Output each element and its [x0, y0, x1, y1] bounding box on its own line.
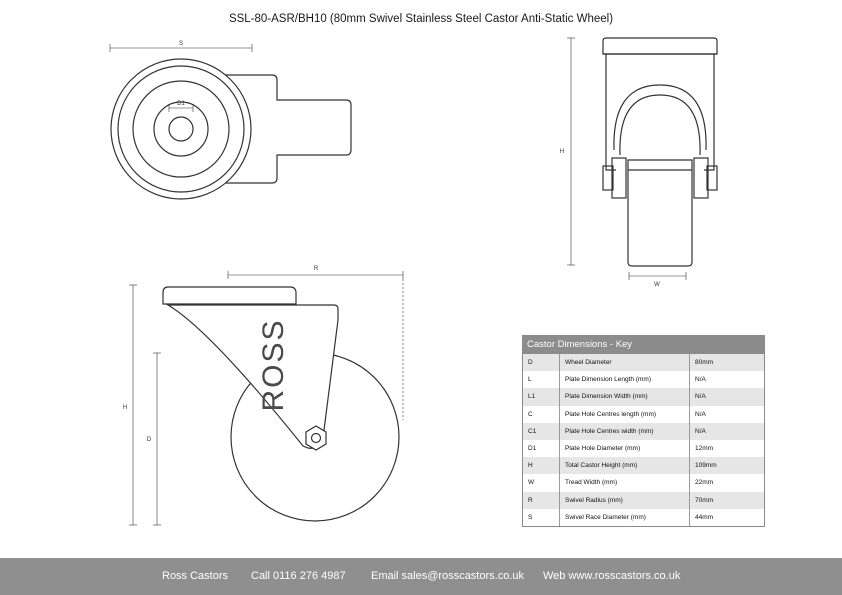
label-s: S — [179, 41, 183, 47]
label-r: R — [314, 266, 319, 272]
technical-drawing: S D1 H W R H D ROSS — [109, 37, 718, 526]
key-table-heading: Castor Dimensions - Key — [523, 336, 764, 354]
key-value: 109mm — [695, 462, 717, 470]
key-code: H — [523, 457, 560, 475]
key-code: W — [523, 474, 560, 492]
footer-company: Ross Castors — [162, 570, 229, 582]
dimension-w — [628, 272, 687, 280]
key-description: Plate Hole Centres width (mm) — [560, 422, 690, 440]
key-description: Total Castor Height (mm) — [560, 457, 690, 475]
key-value: 80mm — [695, 359, 714, 366]
key-code: L — [523, 371, 560, 389]
footer-email[interactable]: Email sales@rosscastors.co.uk — [371, 570, 524, 582]
key-code: L1 — [523, 388, 560, 406]
dimension-s — [109, 44, 253, 52]
key-description: Swivel Radius (mm) — [560, 491, 690, 509]
key-description: Plate Dimension Width (mm) — [560, 388, 690, 406]
key-value: 44mm — [695, 513, 714, 521]
dimension-r — [227, 271, 404, 420]
key-value: N/A — [695, 427, 706, 435]
footer-web[interactable]: Web www.rosscastors.co.uk — [543, 570, 681, 582]
dimension-h-left — [129, 284, 137, 526]
dimension-d1 — [168, 104, 194, 112]
key-description: Tread Width (mm) — [560, 474, 690, 492]
key-code: D — [523, 354, 560, 372]
key-value: N/A — [695, 393, 706, 401]
key-description: Plate Hole Diameter (mm) — [560, 439, 690, 458]
key-description: Wheel Diameter — [560, 354, 690, 372]
side-view — [162, 286, 400, 522]
dimension-h-right — [567, 37, 575, 266]
footer-bar: Ross Castors Call 0116 276 4987 Email sa… — [0, 558, 842, 595]
footer-phone[interactable]: Call 0116 276 4987 — [251, 570, 346, 582]
key-code: C1 — [523, 422, 560, 440]
key-value: 70mm — [695, 496, 714, 504]
key-value: 12mm — [695, 444, 714, 452]
key-code: C — [523, 405, 560, 423]
key-description: Plate Dimension Length (mm) — [560, 371, 690, 389]
key-value: N/A — [695, 410, 706, 418]
brand-logo-ross: ROSS — [257, 318, 290, 411]
key-value: 22mm — [695, 479, 714, 487]
dimension-d — [153, 352, 161, 526]
key-description: Plate Hole Centres length (mm) — [560, 405, 690, 423]
label-h-left: H — [123, 405, 127, 411]
top-view — [110, 58, 352, 200]
front-view — [602, 37, 718, 267]
key-code: S — [523, 508, 560, 526]
key-code: D1 — [523, 439, 560, 458]
key-description: Swivel Race Diameter (mm) — [560, 508, 690, 526]
key-value: N/A — [695, 376, 706, 384]
label-h-right: H — [560, 149, 564, 155]
label-d1: D1 — [177, 101, 185, 107]
label-w: W — [654, 282, 660, 288]
label-d: D — [147, 437, 152, 443]
key-code: R — [523, 491, 560, 509]
drawing-title: SSL-80-ASR/BH10 (80mm Swivel Stainless S… — [228, 13, 614, 25]
